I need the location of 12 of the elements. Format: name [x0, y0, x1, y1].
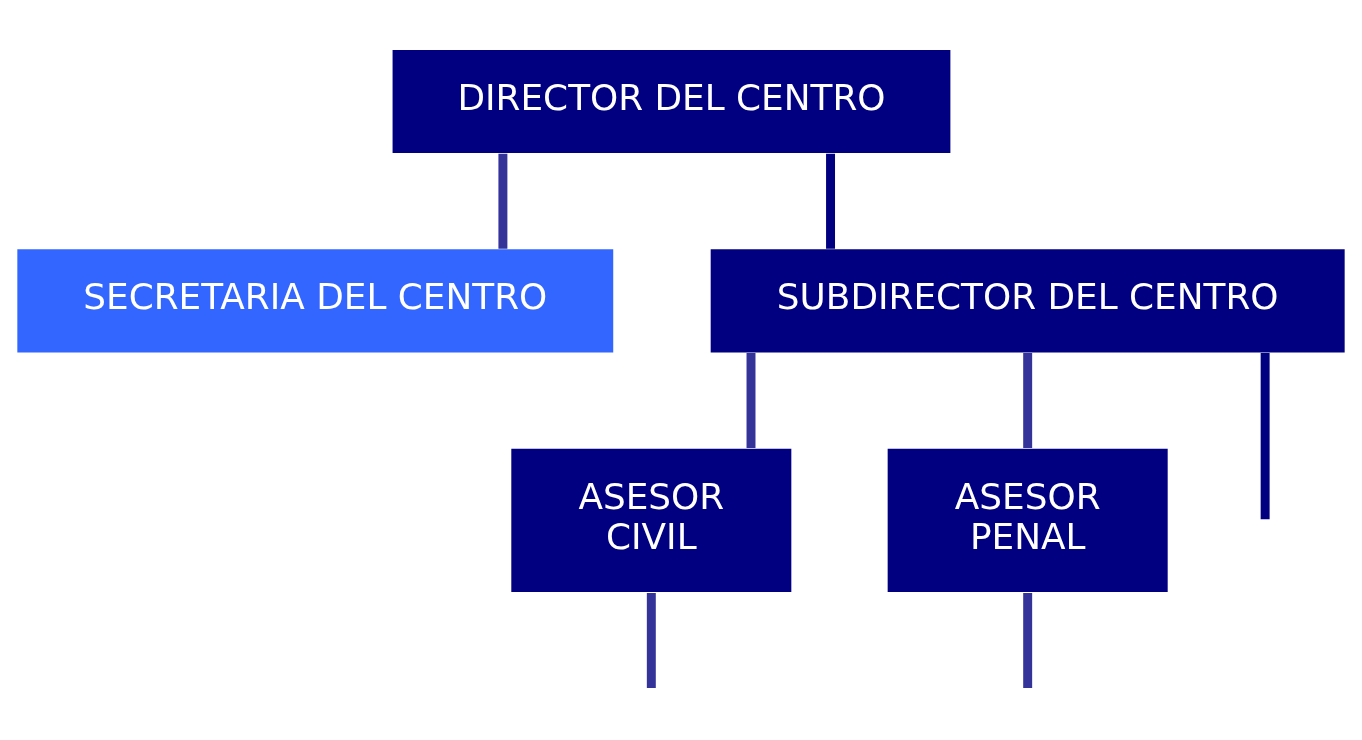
- connector: [746, 352, 756, 448]
- connector: [1023, 352, 1033, 448]
- node-box: ASESOR PENAL: [887, 448, 1168, 593]
- node-box: SUBDIRECTOR DEL CENTRO: [710, 249, 1345, 353]
- node-box: ASESOR CIVIL: [511, 448, 792, 593]
- connector: [1023, 593, 1033, 688]
- connector: [646, 593, 656, 688]
- connector: [1260, 352, 1270, 520]
- connector: [826, 153, 835, 249]
- node-box: SECRETARIA DEL CENTRO: [17, 249, 614, 353]
- node-box: DIRECTOR DEL CENTRO: [392, 49, 951, 153]
- connector: [498, 153, 508, 249]
